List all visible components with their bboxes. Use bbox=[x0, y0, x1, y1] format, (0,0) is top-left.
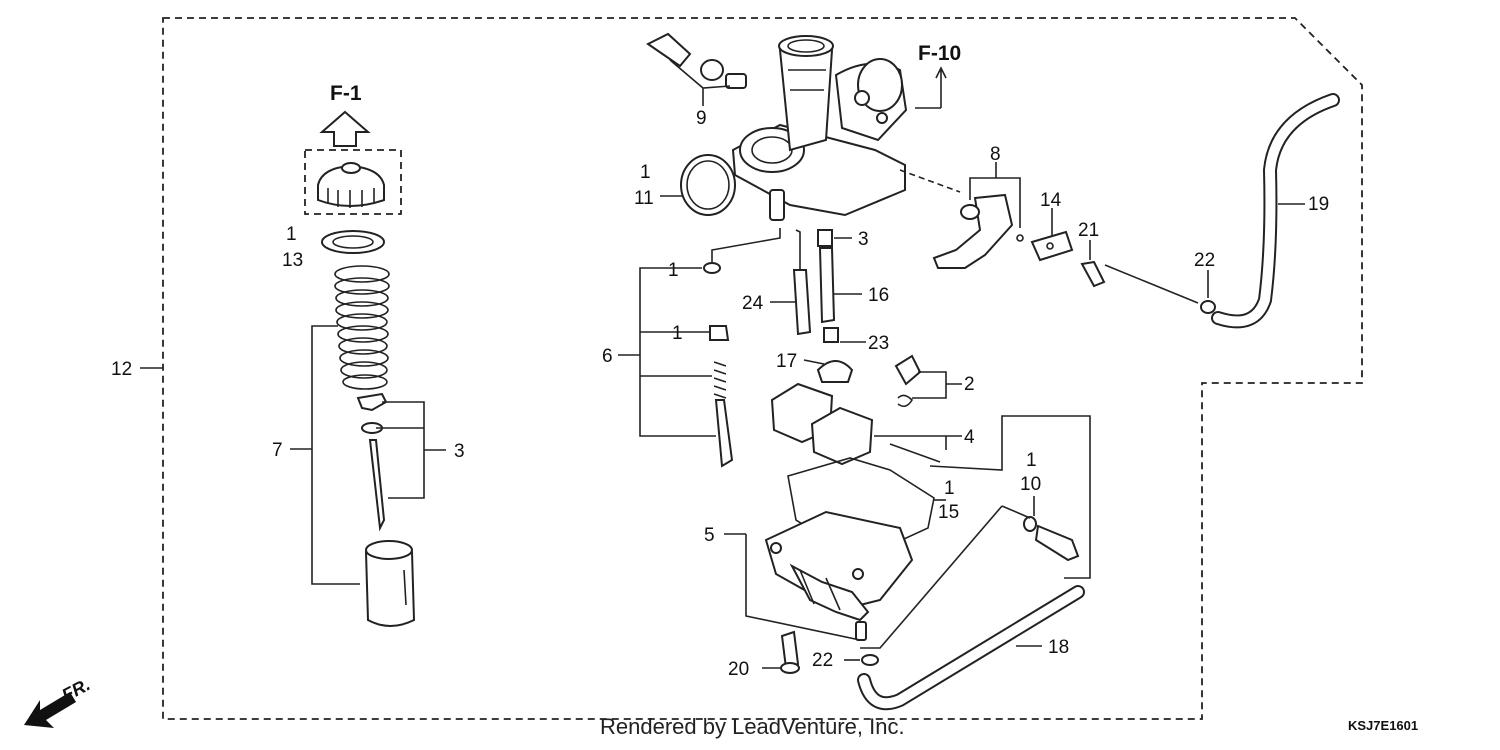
callout-18[interactable]: 18 bbox=[1048, 637, 1069, 658]
float-4 bbox=[770, 382, 941, 466]
pilot-screw bbox=[714, 399, 734, 468]
callout-2[interactable]: 2 bbox=[964, 374, 975, 395]
assembly-boundary bbox=[162, 17, 1363, 720]
callout-23[interactable]: 23 bbox=[868, 333, 889, 354]
bracket-3-left bbox=[376, 401, 446, 499]
callout-14[interactable]: 14 bbox=[1040, 190, 1062, 211]
callout-1[interactable]: 1 bbox=[668, 260, 679, 281]
callout-17[interactable]: 17 bbox=[776, 351, 797, 372]
callout-20[interactable]: 20 bbox=[728, 659, 749, 680]
pilot-spring bbox=[713, 361, 727, 399]
callout-11[interactable]: 11 bbox=[634, 188, 654, 209]
float-valve-2 bbox=[894, 354, 922, 386]
callout-1[interactable]: 1 bbox=[944, 478, 955, 499]
callout-12[interactable]: 12 bbox=[111, 359, 132, 380]
bracket-8 bbox=[969, 162, 1021, 228]
callout-1[interactable]: 1 bbox=[640, 162, 651, 183]
callout-22[interactable]: 22 bbox=[1194, 250, 1215, 271]
render-credit: Rendered by LeadVenture, Inc. bbox=[600, 714, 905, 739]
callout-3[interactable]: 3 bbox=[454, 441, 465, 462]
slow-jet-24 bbox=[792, 269, 812, 336]
bracket-7 bbox=[311, 325, 360, 585]
callout-22[interactable]: 22 bbox=[812, 650, 833, 671]
section-ref-f10[interactable]: F-10 bbox=[918, 42, 961, 65]
throttle-spring bbox=[334, 265, 390, 390]
callout-10[interactable]: 10 bbox=[1020, 474, 1041, 495]
section-ref-f1[interactable]: F-1 bbox=[330, 82, 362, 105]
callout-3[interactable]: 3 bbox=[858, 229, 869, 250]
jet-3-upper bbox=[817, 229, 833, 247]
front-arrow-icon bbox=[24, 692, 76, 728]
needle-jet-16 bbox=[818, 247, 836, 324]
clip-22-top bbox=[1200, 300, 1216, 314]
callout-6[interactable]: 6 bbox=[602, 346, 613, 367]
f10-arrow-icon bbox=[935, 66, 947, 108]
jet-holder-17 bbox=[816, 360, 854, 383]
screw-21 bbox=[1080, 260, 1106, 288]
top-cap bbox=[317, 162, 385, 208]
throttle-piston bbox=[364, 540, 416, 627]
callout-21[interactable]: 21 bbox=[1078, 220, 1099, 241]
jet-needle bbox=[368, 439, 386, 532]
float-chamber-5 bbox=[764, 510, 914, 641]
diagram-code: KSJ7E1601 bbox=[1348, 718, 1418, 733]
callout-1[interactable]: 1 bbox=[672, 323, 683, 344]
washer-13 bbox=[321, 230, 385, 254]
callout-13[interactable]: 13 bbox=[282, 250, 303, 271]
seat-1 bbox=[709, 325, 730, 341]
oring-11 bbox=[680, 154, 736, 216]
screw-20 bbox=[780, 630, 800, 670]
callout-16[interactable]: 16 bbox=[868, 285, 889, 306]
callout-5[interactable]: 5 bbox=[704, 525, 715, 546]
leader-9 bbox=[669, 59, 731, 106]
f1-arrow-icon bbox=[319, 110, 371, 147]
main-jet-23 bbox=[823, 327, 839, 343]
needle-retainer bbox=[356, 392, 388, 412]
callout-1[interactable]: 1 bbox=[1026, 450, 1037, 471]
callout-19[interactable]: 19 bbox=[1308, 194, 1329, 215]
washer-1-upper bbox=[703, 262, 721, 274]
callout-15[interactable]: 15 bbox=[938, 502, 959, 523]
drain-screw-10 bbox=[1034, 524, 1080, 562]
callout-24[interactable]: 24 bbox=[742, 293, 764, 314]
callout-7[interactable]: 7 bbox=[272, 440, 283, 461]
carburetor-body bbox=[646, 32, 908, 221]
throttle-arm bbox=[932, 193, 1014, 269]
callout-9[interactable]: 9 bbox=[696, 108, 707, 129]
callout-8[interactable]: 8 bbox=[990, 144, 1001, 165]
clamp-14 bbox=[1030, 230, 1074, 262]
callout-4[interactable]: 4 bbox=[964, 427, 975, 448]
bracket-6 bbox=[618, 267, 716, 437]
washer-10 bbox=[1023, 516, 1037, 532]
clip-22-bottom bbox=[861, 654, 879, 666]
callout-1[interactable]: 1 bbox=[286, 224, 297, 245]
cap-reference-box bbox=[304, 149, 402, 215]
